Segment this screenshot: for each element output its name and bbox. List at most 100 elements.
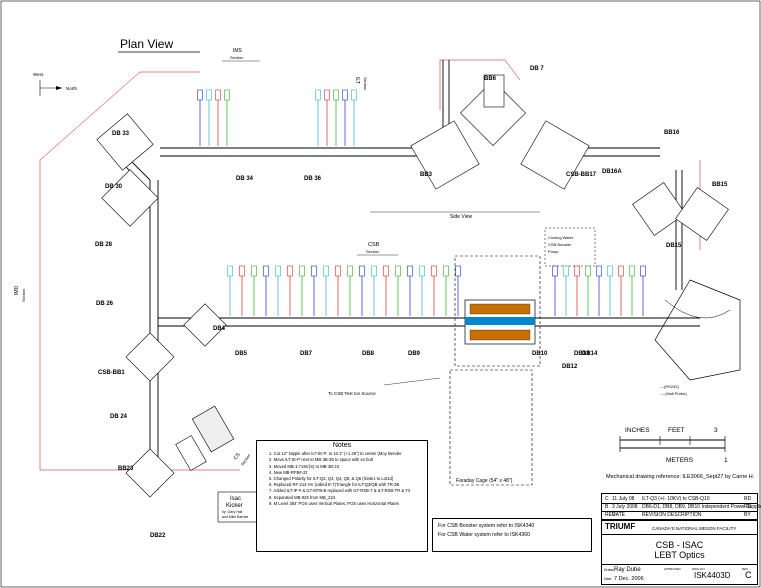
- notes-box: Notes 1. Cut 12" Nipple after ILT-IE-P: …: [256, 440, 428, 552]
- imd-section-sub: Section: [21, 289, 26, 302]
- note-item: 5. Changed Polarity for ILT-Q3, Q4, Q4, …: [269, 476, 394, 482]
- instrument-tag-box: [263, 265, 269, 277]
- label-db15: DB15: [666, 243, 682, 249]
- imd-section-label: IMD: [14, 285, 20, 295]
- label-db7-top: DB 7: [530, 66, 544, 72]
- instrument-tag-box: [455, 265, 461, 277]
- red-wiring-envelope: [39, 59, 701, 471]
- scale-bar: INCHES FEET 3 METERS 1: [619, 427, 728, 464]
- mechanical-reference: Mechanical drawing reference: ILE3066_Se…: [606, 474, 755, 480]
- label-bb16: BB16: [664, 130, 680, 136]
- ims-section-label: IMS: [233, 48, 243, 54]
- rs232-label: ---(RS232): [660, 384, 680, 389]
- instrument-tag-box: [215, 89, 221, 101]
- revision-by: BY: [744, 512, 751, 518]
- company-row: TRIUMF CANADA'S NATIONAL MESON FACILITY: [602, 520, 757, 535]
- note-item: 3. Moved MB-1-71Ktr(S) to MB-3B-23: [269, 463, 340, 469]
- instrument-tag-box: [618, 265, 624, 277]
- label-db26: DB 26: [96, 301, 114, 307]
- cs-section-label: CS: [233, 451, 242, 461]
- revision-rev: B: [605, 504, 609, 510]
- notes-title: Notes: [332, 442, 352, 449]
- instrument-tag-box: [552, 265, 558, 277]
- label-db4: DB4: [213, 326, 226, 332]
- instrument-tag-box: [224, 89, 230, 101]
- note-item: 7. Added ILT-IP-# & ILT-MTB-B replaced w…: [269, 488, 411, 494]
- instrument-tag-box: [607, 265, 613, 277]
- note-item: 4. New MB-RFB#-22: [269, 469, 308, 475]
- ref-line-2: For CSB Water system refer to ISK4360: [438, 532, 531, 538]
- ref-line-1: For CSB Booster system refer to ISK4340: [438, 523, 535, 529]
- reference-box: For CSB Booster system refer to ISK4340 …: [432, 518, 592, 552]
- instrument-tag-box: [315, 89, 321, 101]
- bender-labels: DB 33 DB 30 DB 34 DB 36 DB 28 DB 26 CSB-…: [95, 66, 728, 539]
- scale-meters: METERS: [666, 457, 694, 464]
- hall-probe-label: ----(Hall Probe): [660, 391, 687, 396]
- csb-booster: [464, 299, 536, 345]
- faraday-cage-label: Faraday Cage (54" x 48"): [456, 478, 513, 484]
- instrument-tag-box: [342, 89, 348, 101]
- instrument-tag-box: [640, 265, 646, 277]
- instrument-tag-box: [351, 89, 357, 101]
- cs-section-device: [175, 405, 235, 471]
- label-csb-bb1: CSB-BB1: [98, 370, 125, 376]
- instrument-tag-box: [596, 265, 602, 277]
- instrument-tag-box: [299, 265, 305, 277]
- svg-text:CSB Booster: CSB Booster: [548, 242, 572, 247]
- isac-kicker-box: [217, 491, 261, 523]
- svg-text:by: Gary Hall: by: Gary Hall: [222, 510, 242, 514]
- faraday-cage-detail: [449, 369, 533, 486]
- test-source-label: To CSB Test Ion Source: [328, 391, 376, 396]
- label-bb3: BB3: [420, 172, 433, 178]
- note-item: 8. Separated MB-925 from MB_224: [269, 494, 336, 500]
- note-item: 2. Move ILT-IE-P next to MB-3B-36 to spa…: [269, 457, 373, 463]
- revision-by: RD: [744, 504, 752, 510]
- compass-west-label: West: [33, 72, 44, 77]
- label-db5: DB5: [235, 351, 248, 357]
- instrument-tag-box: [333, 89, 339, 101]
- title-row: CSB - ISAC LEBT Optics: [602, 534, 757, 565]
- instrument-tag-box: [251, 265, 257, 277]
- plan-view-title: Plan View: [120, 37, 173, 51]
- label-db22: DB22: [150, 533, 166, 539]
- drawn-date: 7 Dec. 2006: [614, 576, 644, 582]
- instrument-tag-box: [383, 265, 389, 277]
- company-desc: CANADA'S NATIONAL MESON FACILITY: [652, 526, 737, 531]
- drawing-rev: C: [745, 570, 752, 580]
- bender-boxes: [96, 74, 729, 498]
- instrument-tag-box: [574, 265, 580, 277]
- side-view-label: Side View: [450, 214, 473, 220]
- instrument-tag-box: [311, 265, 317, 277]
- drawing-number: ISK4403D: [694, 571, 731, 580]
- scale-three: 3: [714, 427, 718, 434]
- svg-text:Section: Section: [240, 453, 252, 467]
- label-db8: DB8: [362, 351, 375, 357]
- instrument-tag-box: [323, 265, 329, 277]
- label-db30: DB 30: [105, 184, 123, 190]
- label-db33: DB 33: [112, 131, 130, 137]
- label-bb6: BB6: [484, 76, 497, 82]
- csb-section-sub: Section: [366, 249, 379, 254]
- compass-icon: West North: [33, 72, 78, 96]
- revision-desc: DB6-D1, DB8, DB9, DB10 Independent Power…: [642, 504, 761, 510]
- label-db16a: DB16A: [602, 169, 622, 175]
- cs-magnet: [654, 279, 741, 381]
- label-db7: DB7: [300, 351, 313, 357]
- label-db10: DB10: [532, 351, 548, 357]
- label-db24: DB 24: [110, 414, 128, 420]
- ilt-section-sub: Section: [363, 77, 368, 90]
- label-db12: DB12: [562, 364, 578, 370]
- drawing-title-1: CSB - ISAC: [655, 540, 704, 550]
- instrument-tag-box: [227, 265, 233, 277]
- instrument-tag-box: [335, 265, 341, 277]
- label-bb23: BB23: [118, 466, 134, 472]
- revision-rev: REV: [605, 512, 616, 518]
- label-db13: DB13: [574, 351, 590, 357]
- revision-date: 3 July 2008: [612, 504, 638, 510]
- label-db36: DB 36: [304, 176, 322, 182]
- note-item: 9. M Level 384' POS uses Vertical Plates…: [269, 500, 399, 506]
- label-db34: DB 34: [236, 176, 254, 182]
